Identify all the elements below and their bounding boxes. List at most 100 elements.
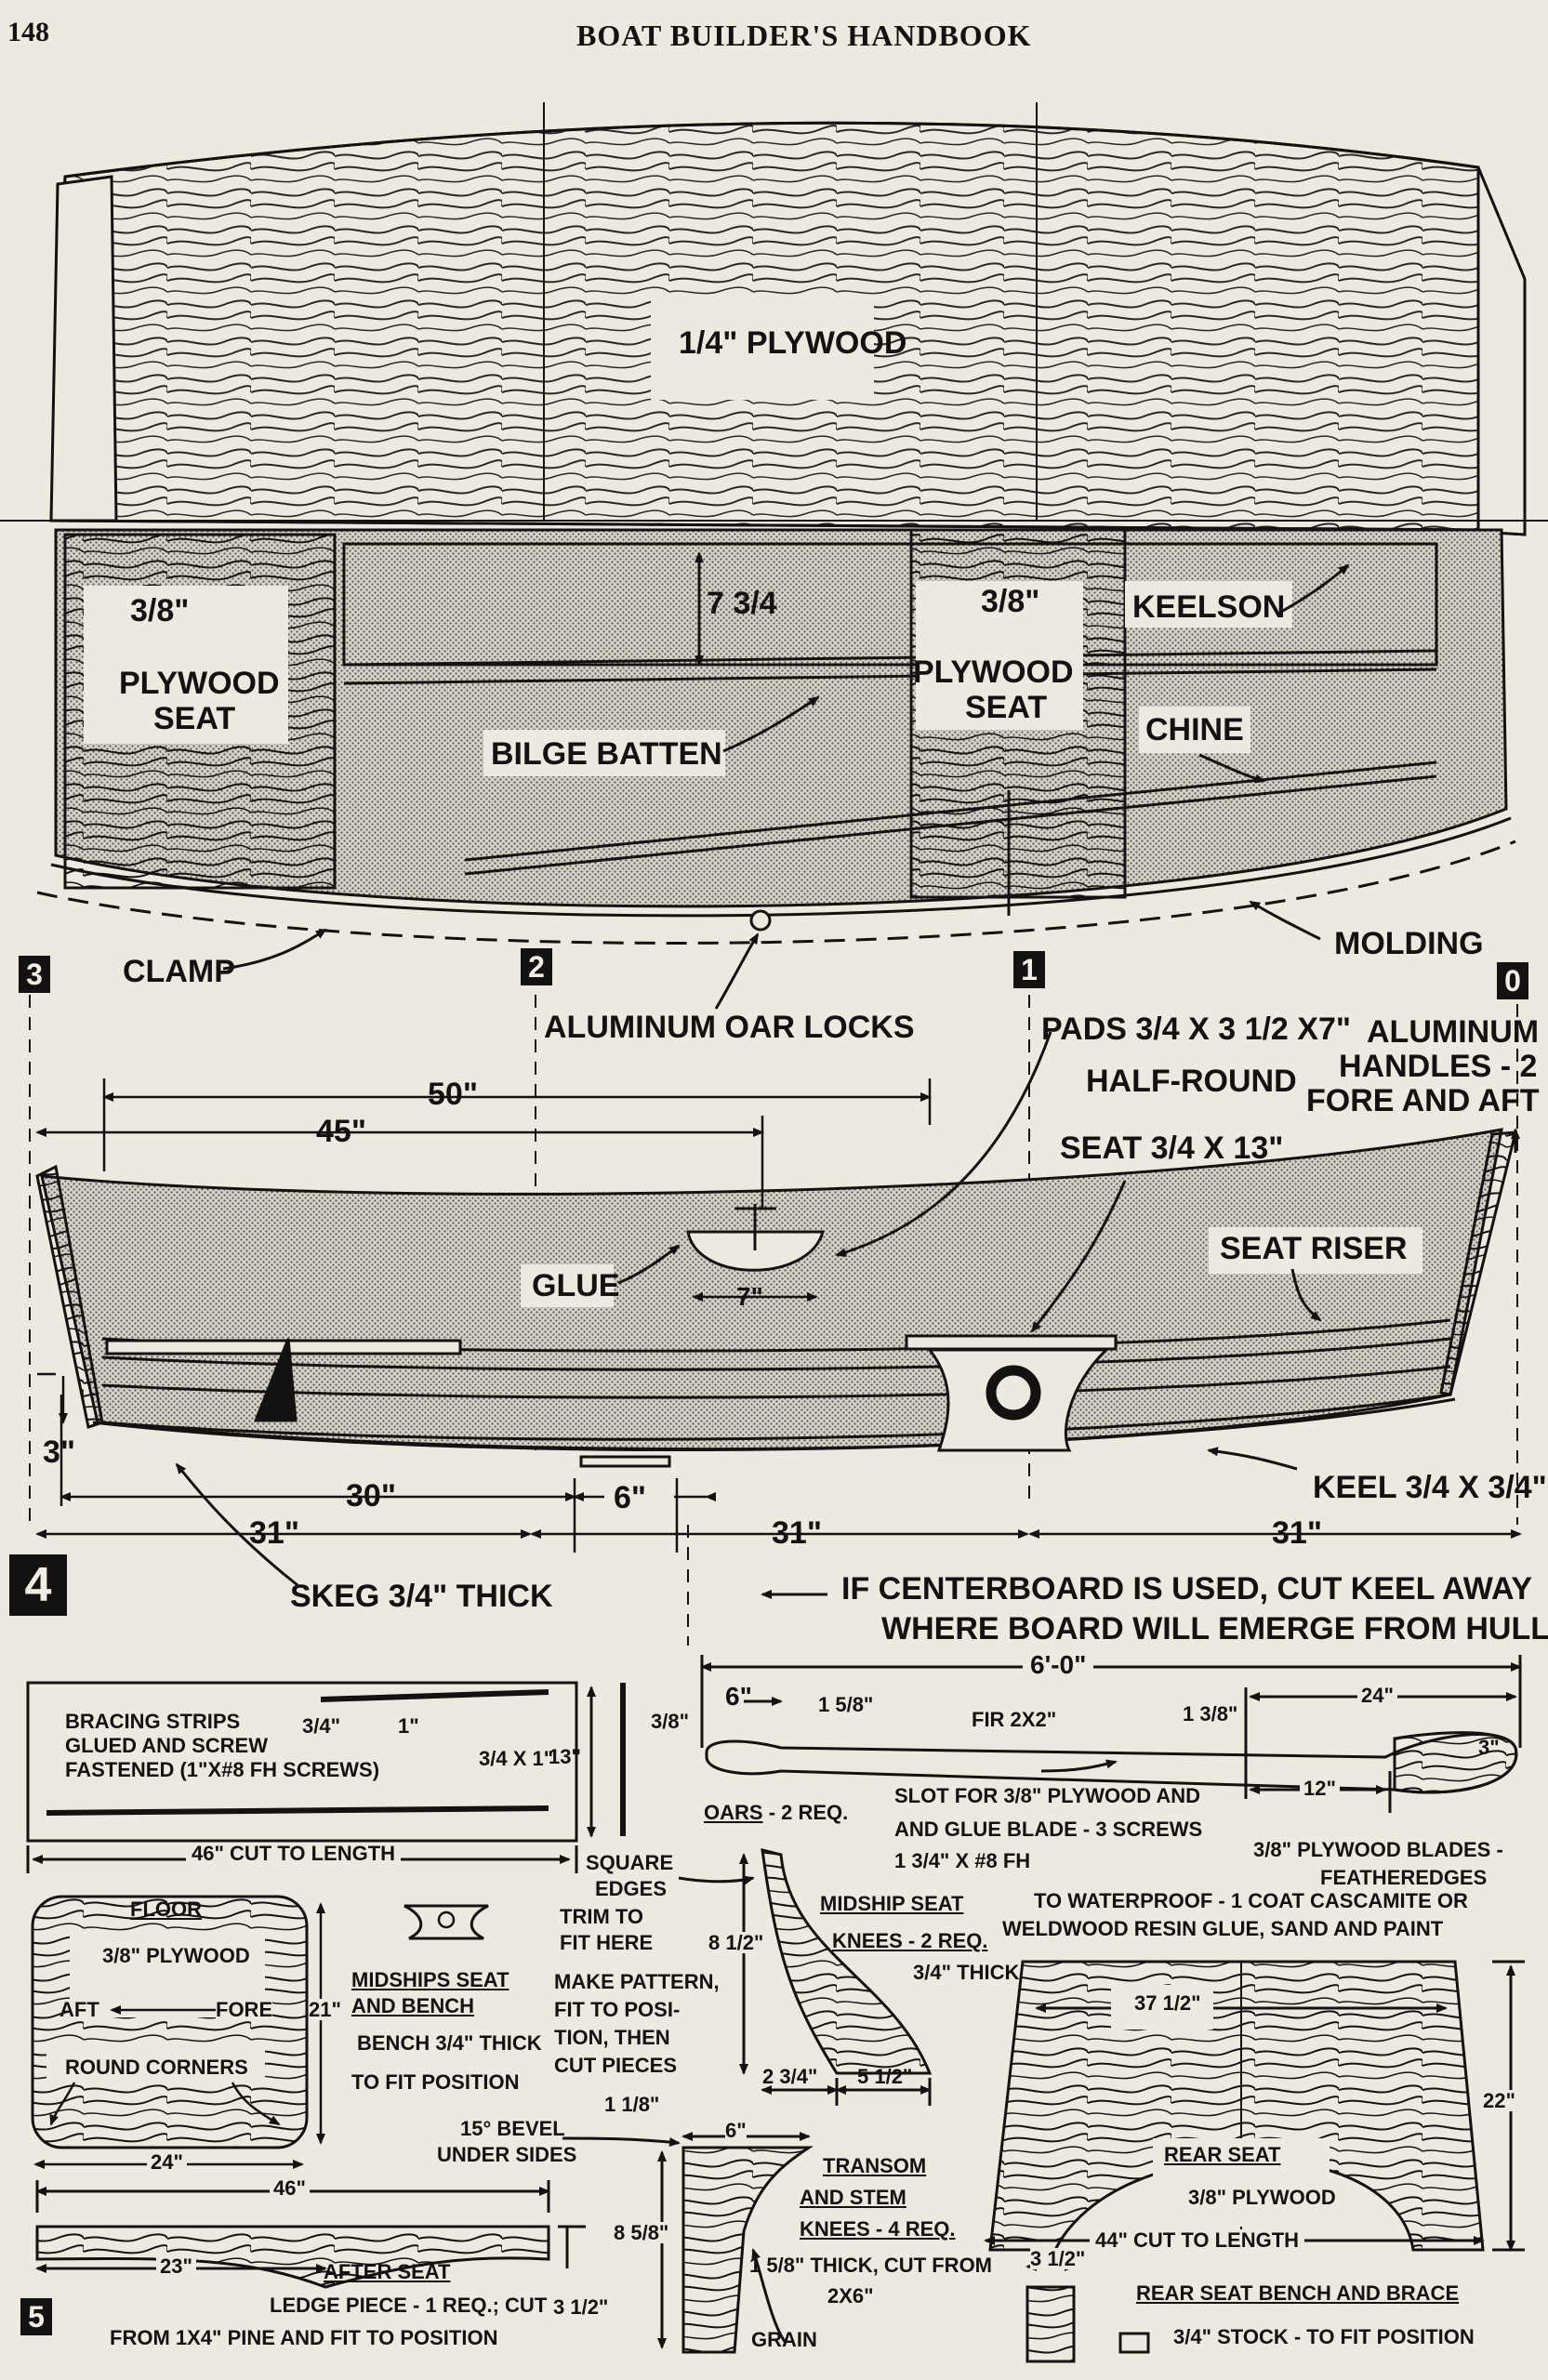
transom-thick-2: 2X6" (827, 2284, 874, 2307)
waterproof-note-1: TO WATERPROOF - 1 COAT CASCAMITE OR (1034, 1889, 1468, 1912)
oar-blades-2: FEATHEREDGES (1320, 1866, 1488, 1889)
label-bilge-batten: BILGE BATTEN (491, 736, 722, 772)
dim-bracing-1: 1" (398, 1714, 419, 1738)
station-marker-1: 1 (1013, 951, 1045, 988)
bracing-note-1: BRACING STRIPS (65, 1710, 241, 1733)
floor-dim-24: 24" (147, 2151, 187, 2173)
dim-bracing-3-4: 3/4" (302, 1714, 341, 1738)
oar-dim-6: 6" (725, 1682, 752, 1711)
knees-pattern-3: TION, THEN (554, 2026, 670, 2049)
transom-title-1: TRANSOM (823, 2154, 927, 2177)
label-handles-2: HANDLES - 2 (1339, 1049, 1538, 1084)
after-seat-drawing (35, 2180, 586, 2289)
bench-title-2: AND BENCH (351, 1994, 474, 2017)
rear-dim-22: 22" (1483, 2089, 1515, 2112)
transom-grain: GRAIN (751, 2328, 817, 2351)
transom-dim-8-5-8: 8 5/8" (614, 2221, 669, 2244)
waterproof-note-2: WELDWOOD RESIN GLUE, SAND AND PAINT (1002, 1917, 1444, 1940)
floor-title: FLOOR (130, 1897, 202, 1921)
bracing-note-2: GLUED AND SCREW (65, 1734, 268, 1757)
book-title: BOAT BUILDER'S HANDBOOK (576, 19, 1032, 52)
brace-stock: 3/4" STOCK - TO FIT POSITION (1173, 2325, 1475, 2348)
oar-qty: - 2 REQ. (768, 1801, 849, 1824)
knees-drawing (678, 1848, 933, 2106)
centerboard-note-1: IF CENTERBOARD IS USED, CUT KEEL AWAY (841, 1571, 1533, 1606)
floor-fore: FORE (216, 1998, 273, 2021)
after-line-1: LEDGE PIECE - 1 REQ.; CUT (270, 2294, 548, 2317)
label-aft-seat-plywood: PLYWOOD (119, 666, 280, 701)
oar-fir: FIR 2X2" (972, 1708, 1057, 1731)
transom-title-2: AND STEM (800, 2186, 906, 2209)
dim-50: 50" (428, 1077, 478, 1112)
label-molding: MOLDING (1334, 926, 1484, 961)
station-marker-2: 2 (521, 948, 552, 985)
label-keel: KEEL 3/4 X 3/4" (1313, 1470, 1547, 1505)
label-glue: GLUE (532, 1268, 620, 1303)
oar-title-text: OARS (704, 1801, 763, 1824)
dim-31-a: 31" (249, 1515, 299, 1551)
oar-dim-24: 24" (1357, 1685, 1397, 1706)
label-quarter-plywood: 1/4" PLYWOOD (679, 325, 907, 361)
knees-title-2: KNEES - 2 REQ. (832, 1929, 988, 1952)
dim-6-side: 6" (614, 1480, 647, 1515)
oar-slot-3: 1 3/4" X #8 FH (894, 1849, 1031, 1872)
knees-dim-5-1-2: 5 1/2" (857, 2065, 913, 2088)
rear-material: 3/8" PLYWOOD (1188, 2186, 1336, 2209)
bench-shape (404, 1904, 489, 1940)
bench-text-1: BENCH 3/4" THICK (357, 2031, 542, 2055)
after-dim-46: 46" (270, 2177, 310, 2199)
plywood-label-bg (651, 298, 874, 400)
figure-marker-4: 4 (9, 1554, 67, 1616)
label-seat: SEAT 3/4 X 13" (1060, 1130, 1284, 1166)
label-seat-riser: SEAT RISER (1220, 1231, 1408, 1266)
dim-bracing-13: 13" (549, 1745, 581, 1768)
dim-bracing-3-8: 3/8" (651, 1710, 690, 1733)
dim-30: 30" (346, 1478, 396, 1514)
knees-dim-8-1-2: 8 1/2" (708, 1931, 764, 1954)
after-dim-23: 23" (156, 2255, 196, 2277)
station-marker-3: 3 (19, 956, 50, 993)
label-handles-1: ALUMINUM (1367, 1014, 1540, 1050)
dim-7-3-4: 7 3/4 (707, 586, 777, 621)
label-clamp: CLAMP (123, 954, 235, 989)
oar-title: OARS - 2 REQ. (704, 1802, 848, 1823)
oar-dim-3: 3" (1478, 1736, 1500, 1759)
after-line-2: FROM 1X4" PINE AND FIT TO POSITION (110, 2326, 498, 2349)
knees-thick: 3/4" THICK (913, 1961, 1020, 1984)
label-oar-locks: ALUMINUM OAR LOCKS (544, 1010, 915, 1045)
floor-dim-21: 21" (309, 1998, 341, 2021)
bench-title-1: MIDSHIPS SEAT (351, 1968, 509, 1991)
knees-square-3: TRIM TO (560, 1905, 644, 1928)
transom-thick-1: 1 5/8" THICK, CUT FROM (749, 2254, 993, 2277)
bench-text-2: TO FIT POSITION (351, 2070, 520, 2094)
knees-square-4: FIT HERE (560, 1931, 654, 1954)
bracing-strips-drawing (26, 1681, 626, 1873)
page-number: 148 (7, 17, 49, 47)
hull-side-view (35, 1128, 1517, 1468)
oar-dim-1-5-8: 1 5/8" (818, 1693, 874, 1716)
label-half-round: HALF-ROUND (1086, 1064, 1297, 1099)
label-mid-seat: SEAT (965, 690, 1048, 725)
dim-bracing-3-4x1: 3/4 X 1" (479, 1747, 554, 1770)
dim-3: 3" (43, 1435, 76, 1470)
knees-square-2: EDGES (595, 1877, 668, 1900)
dim-31-b: 31" (772, 1515, 822, 1551)
transom-title-3: KNEES - 4 REQ. (800, 2217, 956, 2241)
oar-blades-1: 3/8" PLYWOOD BLADES - (1253, 1838, 1503, 1861)
knees-pattern-1: MAKE PATTERN, (554, 1970, 720, 1993)
label-handles-3: FORE AND AFT (1306, 1083, 1540, 1118)
knees-dim-2-3-4: 2 3/4" (762, 2065, 818, 2088)
label-skeg: SKEG 3/4" THICK (290, 1579, 553, 1614)
bracing-length: 46" CUT TO LENGTH (186, 1843, 402, 1864)
transom-bevel-2: UNDER SIDES (437, 2143, 577, 2166)
label-keelson: KEELSON (1132, 589, 1286, 625)
knees-square-1: SQUARE (586, 1851, 674, 1874)
brace-drawing (1025, 2262, 1150, 2363)
side-dimensions (35, 1078, 1522, 1553)
transom-dim-6: 6" (725, 2119, 747, 2142)
rear-title: REAR SEAT (1164, 2143, 1281, 2166)
station-marker-0: 0 (1497, 962, 1528, 999)
floor-material: 3/8" PLYWOOD (102, 1944, 250, 1967)
knees-pattern-2: FIT TO POSI- (554, 1998, 681, 2021)
